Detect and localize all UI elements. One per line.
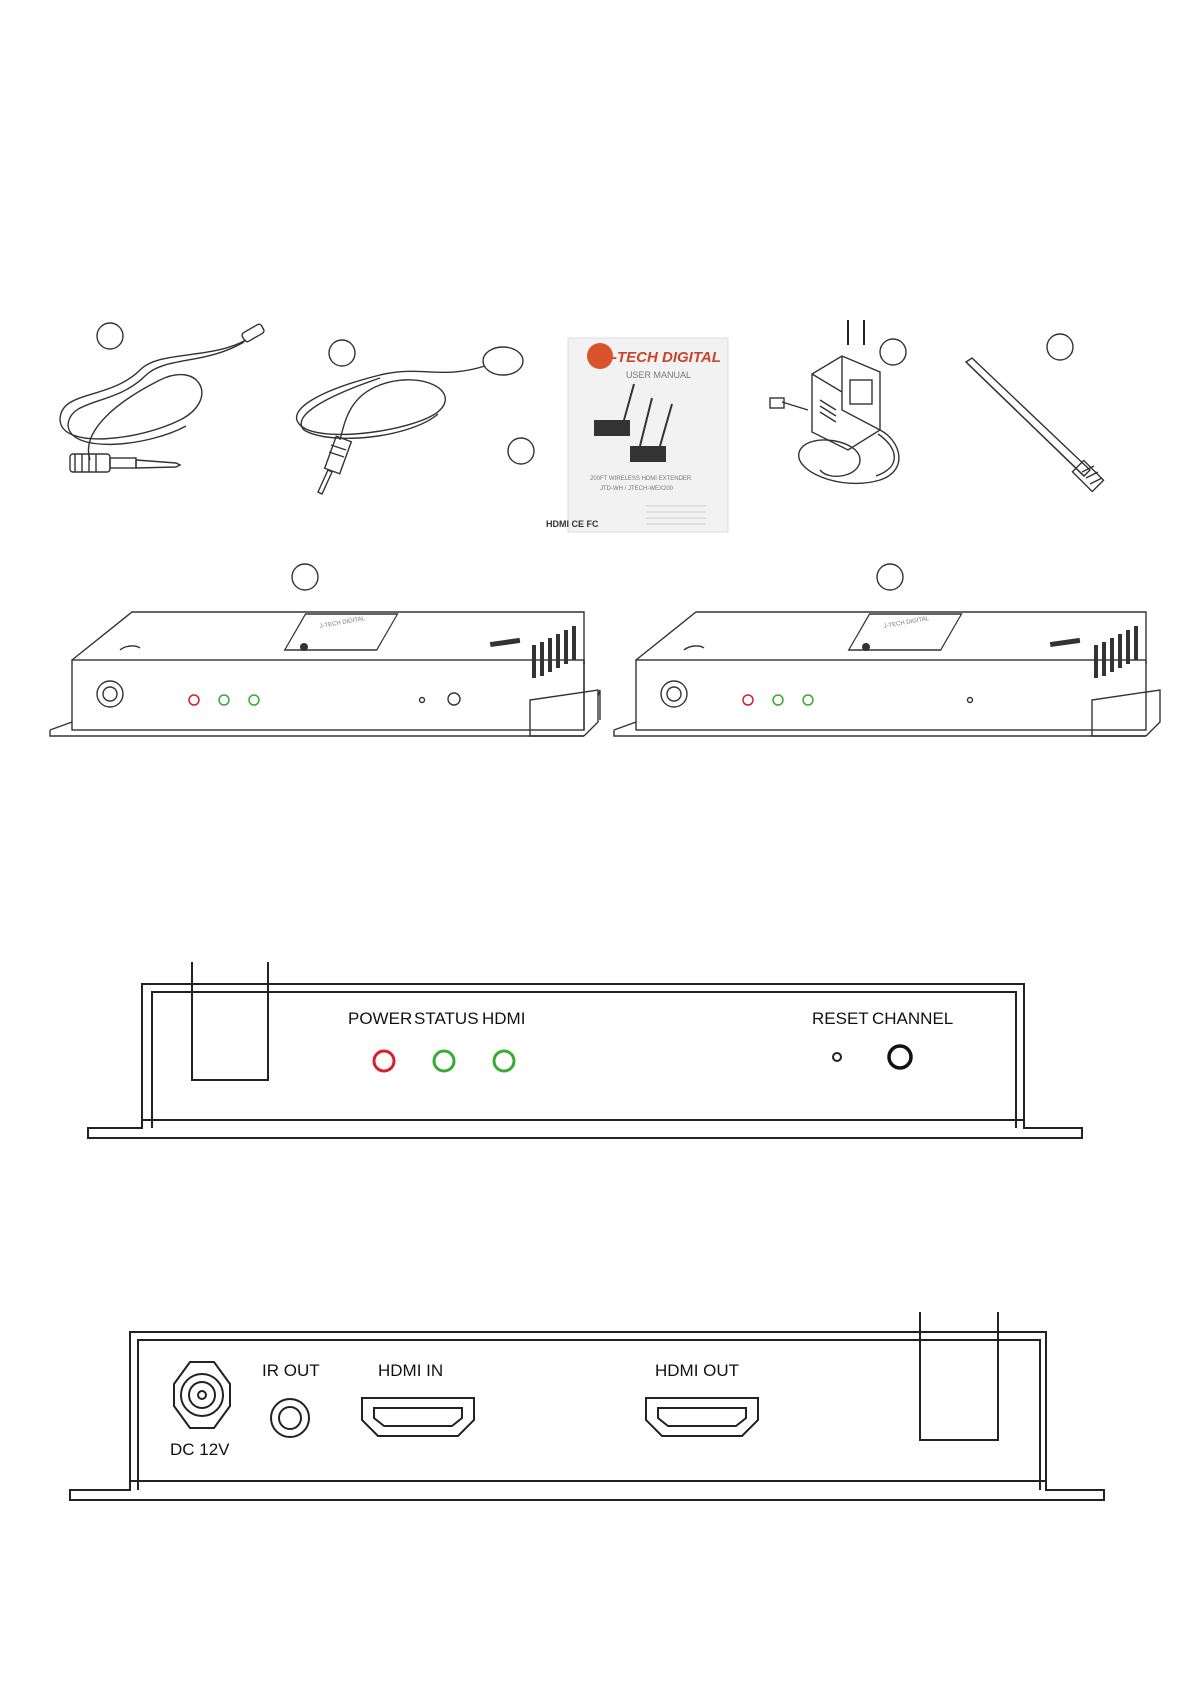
user-manual-cover: -TECH DIGITAL USER MANUAL 200FT WIRELESS… [546,338,728,532]
status-led [219,695,229,705]
power-led [743,695,753,705]
rear-label-dc: DC 12V [170,1440,230,1459]
jtech-logo-icon [862,643,870,651]
front-label-status: STATUS [414,1009,479,1028]
manual-certs: HDMI CE FC [546,519,599,529]
ir-receiver-cable [297,347,523,494]
callout-circle-1 [97,323,123,349]
power-led [374,1051,394,1071]
channel-button [448,693,460,705]
front-label-power: POWER [348,1009,412,1028]
channel-button [889,1046,911,1068]
hdmi-led [494,1051,514,1071]
callout-circle-6 [292,564,318,590]
front-label-reset: RESET [812,1009,869,1028]
reset-hole [833,1053,841,1061]
hdmi-led [249,695,259,705]
vent-slots [1096,626,1136,678]
receiver-brand-label: J-TECH DIGITAL [883,616,930,630]
reset-hole [968,698,973,703]
jtech-logo-icon [300,643,308,651]
hdmi-out-port [646,1398,758,1436]
transmitter-unit: J-TECH DIGITAL [50,612,600,736]
callout-circle-5 [1047,334,1073,360]
front-panel-diagram: POWER STATUS HDMI RESET CHANNEL [88,962,1082,1138]
ir-out-jack [271,1399,309,1437]
callout-circle-4 [880,339,906,365]
hdmi-led [803,695,813,705]
receiver-unit: J-TECH DIGITAL [614,612,1160,736]
manual-brand: -TECH DIGITAL [612,349,721,366]
callout-circle-2 [329,340,355,366]
rear-panel-diagram: DC 12V IR OUT HDMI IN HDMI OUT [70,1312,1104,1500]
power-adapter [770,320,899,483]
ir-emitter-cable [60,323,265,472]
dc-12v-jack [174,1362,230,1428]
vent-slots [534,626,574,678]
status-led [773,695,783,705]
power-led [189,695,199,705]
antenna-connector-icon [97,681,123,707]
rear-label-ir-out: IR OUT [262,1361,320,1380]
jtech-logo-icon [587,343,613,369]
front-label-hdmi: HDMI [482,1009,525,1028]
callout-circle-3 [508,438,534,464]
rear-label-hdmi-out: HDMI OUT [655,1361,739,1380]
status-led [434,1051,454,1071]
hdmi-in-port [362,1398,474,1436]
front-label-channel: CHANNEL [872,1009,953,1028]
manual-model: JTD-WH / JTECH-WEX200 [600,486,674,492]
reset-hole [420,698,425,703]
antenna [966,358,1104,492]
antenna-base [192,962,268,1080]
rear-label-hdmi-in: HDMI IN [378,1361,443,1380]
manual-subtitle: USER MANUAL [626,370,691,380]
antenna-connector-icon [661,681,687,707]
callout-circle-7 [877,564,903,590]
transmitter-brand-label: J-TECH DIGITAL [319,616,366,630]
manual-product: 200FT WIRELESS HDMI EXTENDER [590,476,692,482]
